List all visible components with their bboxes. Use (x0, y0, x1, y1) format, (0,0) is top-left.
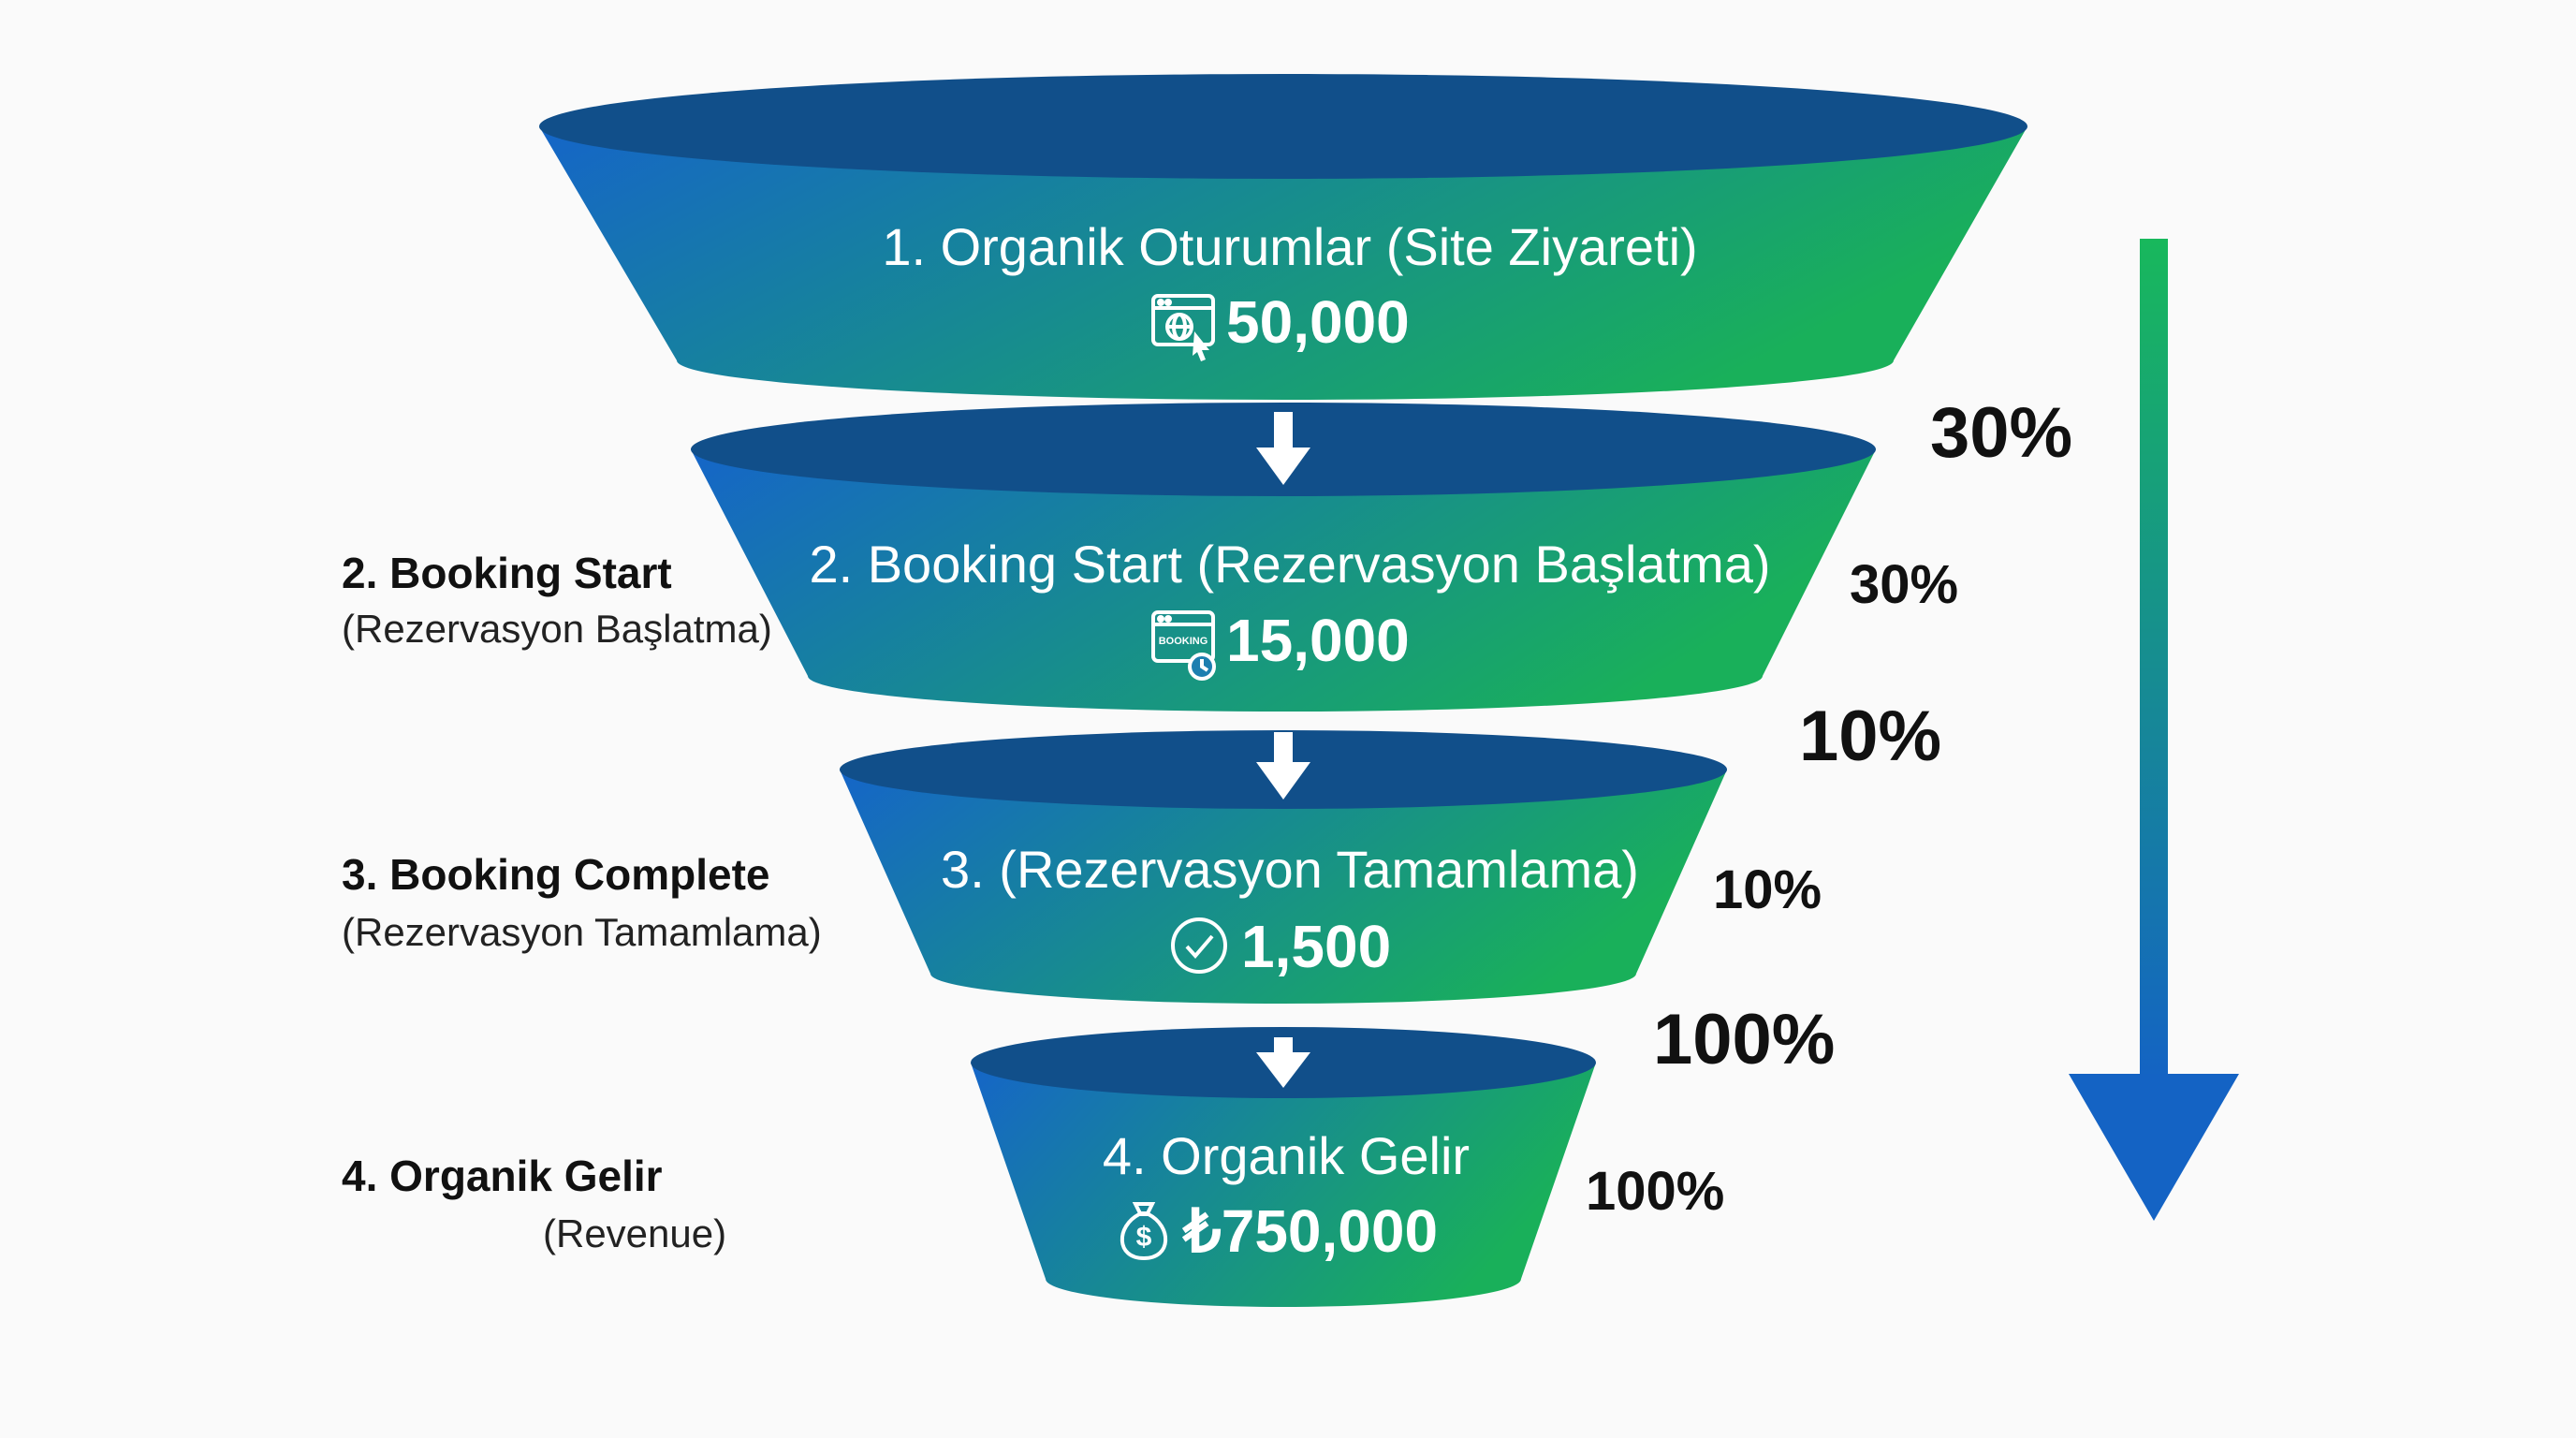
funnel-stage-4-body (971, 1063, 1596, 1307)
funnel-stage-1: 1. Organik Oturumlar (Site Ziyareti) 50,… (539, 74, 2027, 400)
side-label-booking-complete: 3. Booking Complete (Rezervasyon Tamamla… (342, 850, 822, 954)
stage-1-value: 50,000 (1226, 288, 1410, 356)
check-circle-icon (1171, 917, 1227, 974)
conversion-rate-large-2: 10% (1799, 697, 1941, 776)
stage-2-title: 2. Booking Start (Rezervasyon Başlatma) (809, 535, 1770, 594)
stage-3-title: 3. (Rezervasyon Tamamlama) (941, 840, 1639, 899)
stage-4-title: 4. Organik Gelir (1103, 1126, 1470, 1185)
funnel-stage-2-body (691, 449, 1876, 712)
funnel-stage-3-body (840, 770, 1727, 1004)
money-bag-icon: $ (1120, 1202, 1168, 1261)
conversion-rate-small-1: 30% (1850, 554, 1958, 615)
side-label-1-subtitle: (Rezervasyon Başlatma) (342, 607, 772, 651)
side-label-2-subtitle: (Rezervasyon Tamamlama) (342, 910, 822, 954)
funnel-stage-1-top (539, 74, 2027, 179)
down-arrow-3-icon (1256, 1037, 1310, 1088)
down-arrow-1-icon (1256, 412, 1310, 485)
side-label-booking-start: 2. Booking Start (Rezervasyon Başlatma) (342, 549, 772, 651)
side-label-3-subtitle: (Revenue) (543, 1211, 726, 1255)
conversion-rate-small-3: 100% (1586, 1161, 1724, 1222)
conversion-rate-large-3: 100% (1653, 1000, 1835, 1079)
stage-3-value: 1,500 (1241, 913, 1391, 980)
side-label-3-title: 4. Organik Gelir (342, 1152, 663, 1200)
down-arrow-2-icon (1256, 732, 1310, 800)
stage-4-value: ₺750,000 (1181, 1197, 1438, 1265)
svg-text:$: $ (1136, 1222, 1152, 1253)
funnel-stage-4: 4. Organik Gelir $ ₺750,000 (971, 1027, 1596, 1307)
browser-globe-cursor-icon (1151, 294, 1215, 361)
booking-calendar-clock-icon: BOOKING (1151, 610, 1216, 681)
side-label-1-title: 2. Booking Start (342, 549, 672, 597)
stage-1-title: 1. Organik Oturumlar (Site Ziyareti) (882, 217, 1697, 276)
conversion-rate-small-2: 10% (1713, 859, 1822, 920)
stage-2-value: 15,000 (1226, 607, 1410, 674)
funnel-stage-1-body (539, 126, 2027, 400)
side-label-2-title: 3. Booking Complete (342, 850, 769, 899)
booking-icon-label: BOOKING (1159, 636, 1208, 647)
side-label-organic-revenue: 4. Organik Gelir (Revenue) (342, 1152, 726, 1255)
conversion-rate-large-1: 30% (1930, 393, 2072, 473)
flow-direction-arrow-icon (2069, 239, 2239, 1221)
